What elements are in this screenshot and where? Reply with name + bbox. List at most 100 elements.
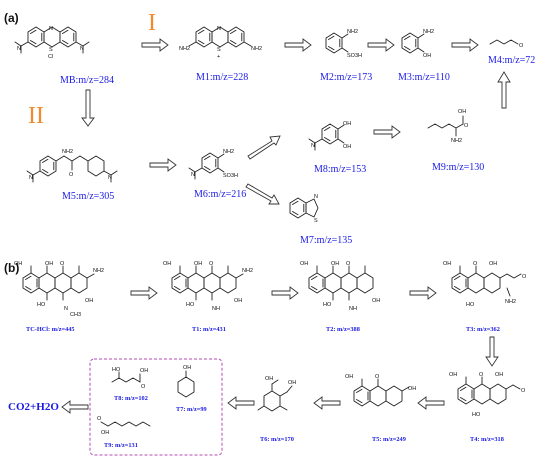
t4-oh-1: OH <box>449 372 457 378</box>
m5-n-right: N <box>108 175 112 181</box>
mb-s-atom: S <box>49 47 53 53</box>
t9-o: O <box>97 416 102 422</box>
m4-structure: O <box>489 39 524 49</box>
m2-nh2: NH2 <box>347 29 358 35</box>
t7-oh: OH <box>183 365 191 371</box>
t7-structure: OH <box>177 365 195 398</box>
arrow-t3-to-t4 <box>485 336 499 367</box>
t2-structure: OH OH O OH HO NH <box>300 261 380 312</box>
arrow-m6-to-m7 <box>245 183 280 205</box>
m7-n: N <box>314 194 318 200</box>
t5-o-1: O <box>375 374 380 380</box>
t2-ho: HO <box>323 302 332 308</box>
m9-nh2: NH2 <box>451 138 462 144</box>
tc-oh-3: OH <box>85 298 93 304</box>
m1-nh2-right: NH2 <box>251 46 262 52</box>
t4-oh-2: OH <box>495 372 503 378</box>
m2-structure: NH2 SO3H <box>325 29 362 59</box>
tc-oh-1: OH <box>14 261 22 267</box>
label-t2: T2: m/z=388 <box>326 326 360 333</box>
arrow-t5-to-t6 <box>313 396 341 410</box>
arrow-mb-to-m1 <box>141 38 169 52</box>
t1-nh: NH <box>212 306 220 312</box>
t3-o-1: O <box>473 261 478 267</box>
tc-o-1: O <box>60 261 65 267</box>
arrow-m2-to-m3 <box>367 38 395 52</box>
label-m7: M7:m/z=135 <box>300 235 352 246</box>
t1-nh2: NH2 <box>242 268 253 274</box>
m1-charge: + <box>217 54 220 60</box>
arrow-m8-to-m9 <box>373 125 401 139</box>
m6-nh2: NH2 <box>223 149 234 155</box>
m2-so3h: SO3H <box>347 53 362 59</box>
t4-structure: OH O OH O HO <box>449 372 526 418</box>
label-m5: M5:m/z=305 <box>62 191 114 202</box>
arrow-box-to-co2 <box>61 400 89 414</box>
mb-n-right: N <box>80 46 84 52</box>
label-m6: M6:m/z=216 <box>194 189 246 200</box>
t6-oh-1: OH <box>265 376 273 382</box>
t1-oh-2: OH <box>194 261 202 267</box>
arrow-t4-to-t5 <box>417 396 445 410</box>
arrow-m5-to-m6 <box>149 158 177 172</box>
m5-n-left: N <box>29 175 33 181</box>
m4-o: O <box>519 43 524 49</box>
t5-oh-1: OH <box>345 374 353 380</box>
label-t8: T8: m/z=102 <box>114 395 148 402</box>
mb-structure: N S N N Cl <box>14 26 90 60</box>
t1-oh-3: OH <box>234 298 242 304</box>
m3-structure: NH2 OH <box>401 29 434 59</box>
arrow-t6-to-box <box>227 396 255 410</box>
t3-structure: OH O OH O NH2 HO <box>443 261 527 308</box>
t8-ho: HO <box>112 367 121 373</box>
arrow-tc-to-t1 <box>130 286 158 300</box>
label-t5: T5: m/z=249 <box>372 436 406 443</box>
tc-ch3: CH3 <box>70 312 81 318</box>
m1-structure: N S + NH2 NH2 <box>179 26 262 60</box>
label-m3: M3:m/z=110 <box>398 72 450 83</box>
t2-oh-2: OH <box>331 261 339 267</box>
t1-ho: HO <box>186 302 195 308</box>
tc-n: N <box>64 306 68 312</box>
t5-structure: OH O OH <box>345 374 416 407</box>
label-t3: T3: m/z=362 <box>466 326 500 333</box>
t1-structure: OH OH O NH2 OH HO NH <box>163 261 253 312</box>
mb-cl-atom: Cl <box>48 54 53 60</box>
tc-ho: HO <box>37 302 46 308</box>
t2-oh-3: OH <box>372 298 380 304</box>
m9-structure: OH O NH2 <box>427 109 469 144</box>
t9-oh: OH <box>101 430 109 436</box>
panel-label-a: (a) <box>4 11 19 25</box>
t8-structure: HO OH O <box>111 367 148 390</box>
m1-s-atom: S <box>217 47 221 53</box>
t8-oh: OH <box>140 368 148 374</box>
label-tc: TC-HCl: m/z=445 <box>26 326 75 333</box>
label-mb: MB:m/z=284 <box>60 75 114 86</box>
m3-nh2: NH2 <box>423 29 434 35</box>
label-m1: M1:m/z=228 <box>196 72 248 83</box>
t2-o-1: O <box>346 261 351 267</box>
arrow-m3-to-m4 <box>451 38 479 52</box>
tc-nh2: NH2 <box>93 268 104 274</box>
final-products: CO2+H2O <box>8 401 59 413</box>
t9-structure: O OH <box>97 416 151 436</box>
label-t9: T9: m/z=131 <box>104 442 138 449</box>
t5-oh-2: OH <box>408 386 416 392</box>
t3-oh-2: OH <box>489 261 497 267</box>
t4-ho: HO <box>472 412 481 418</box>
t3-oh-1: OH <box>443 261 451 267</box>
m1-nh2-left: NH2 <box>179 46 190 52</box>
label-t6: T6: m/z=170 <box>260 436 294 443</box>
t1-o-1: O <box>209 261 214 267</box>
label-t4: T4: m/z=318 <box>470 436 504 443</box>
t3-nh2: NH2 <box>505 299 516 305</box>
m8-oh-bottom: OH <box>343 144 351 150</box>
m8-structure: OH OH N <box>308 121 351 151</box>
t4-o-1: O <box>479 372 484 378</box>
label-t1: T1: m/z=431 <box>192 326 226 333</box>
label-m2: M2:m/z=173 <box>320 72 372 83</box>
label-m8: M8:m/z=153 <box>314 164 366 175</box>
label-m4: M4:m/z=72 <box>488 55 535 66</box>
label-t7: T7: m/z=99 <box>176 406 207 413</box>
